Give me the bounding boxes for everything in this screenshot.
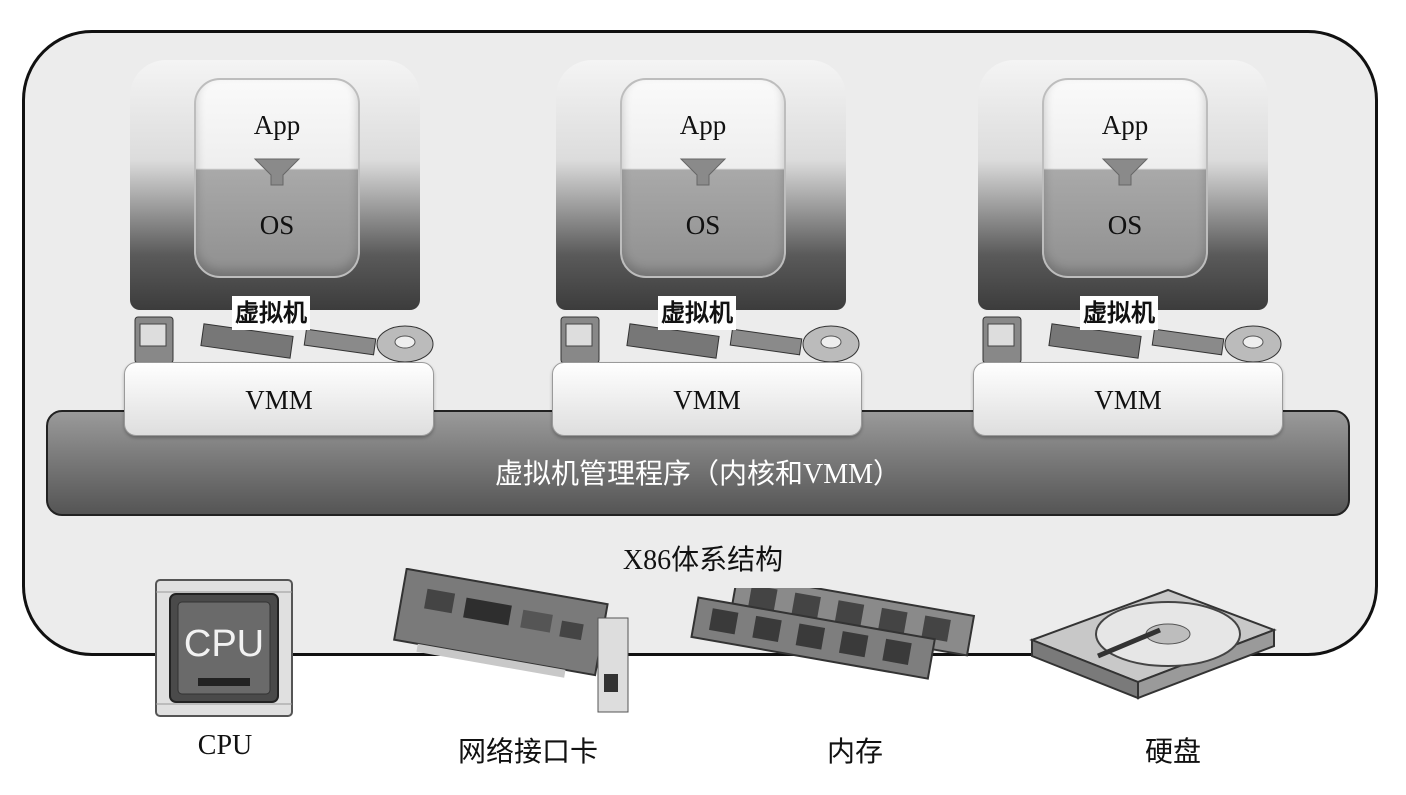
vmm-block-1: VMM	[124, 362, 434, 436]
mini-cpu-icon	[561, 317, 599, 363]
app-label: App	[622, 110, 784, 141]
vmm-block-2: VMM	[552, 362, 862, 436]
mini-disk-icon	[377, 326, 433, 362]
mini-cpu-icon	[983, 317, 1021, 363]
mini-memory-icon	[730, 329, 802, 355]
os-label: OS	[1044, 210, 1206, 241]
vmm-block-3: VMM	[973, 362, 1283, 436]
vm-guest-panel: App OS	[1042, 78, 1208, 278]
memory-label: 内存	[800, 730, 910, 770]
vmm-label: VMM	[125, 364, 433, 436]
memory-module-icon	[684, 588, 984, 718]
virtual-machine-1: App OS 虚拟机	[130, 60, 420, 342]
app-label: App	[196, 110, 358, 141]
mini-disk-icon	[1225, 326, 1281, 362]
vm-label: 虚拟机	[658, 296, 736, 330]
app-label: App	[1044, 110, 1206, 141]
cpu-chip-icon: CPU	[148, 572, 300, 722]
virtual-machine-2: App OS 虚拟机	[556, 60, 846, 342]
hard-disk-icon	[1028, 586, 1278, 706]
os-label: OS	[622, 210, 784, 241]
os-label: OS	[196, 210, 358, 241]
mini-cpu-icon	[135, 317, 173, 363]
funnel-icon	[679, 157, 727, 187]
mini-memory-icon	[1152, 329, 1224, 355]
vm-guest-panel: App OS	[620, 78, 786, 278]
vm-label: 虚拟机	[1080, 296, 1158, 330]
nic-label: 网络接口卡	[438, 730, 618, 770]
vmm-label: VMM	[553, 364, 861, 436]
vm-label: 虚拟机	[232, 296, 310, 330]
disk-label: 硬盘	[1118, 730, 1228, 770]
virtual-machine-3: App OS 虚拟机	[978, 60, 1268, 342]
cpu-chip-text: CPU	[184, 623, 264, 665]
mini-disk-icon	[803, 326, 859, 362]
hypervisor-label: 虚拟机管理程序（内核和VMM）	[48, 452, 1348, 492]
funnel-icon	[1101, 157, 1149, 187]
vmm-label: VMM	[974, 364, 1282, 436]
network-card-icon	[392, 568, 642, 718]
mini-memory-icon	[304, 329, 376, 355]
cpu-label: CPU	[170, 730, 280, 762]
vm-guest-panel: App OS	[194, 78, 360, 278]
funnel-icon	[253, 157, 301, 187]
